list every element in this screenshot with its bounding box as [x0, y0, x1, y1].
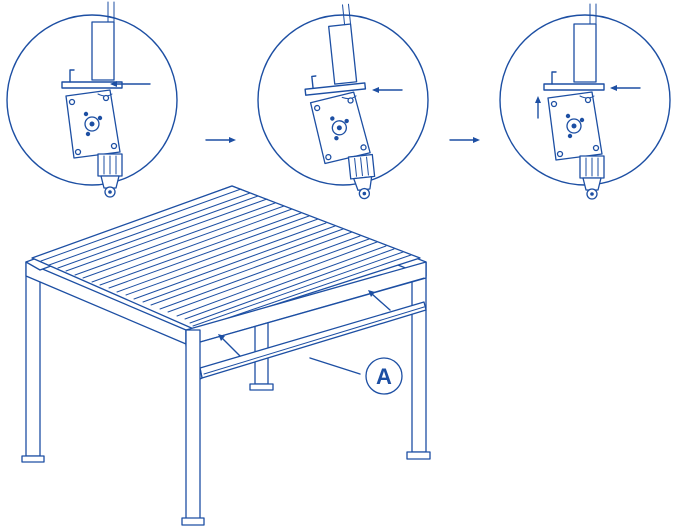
insert-arrow-right [368, 290, 391, 311]
detail-circle-2 [257, 2, 429, 205]
post-front-left [181, 329, 205, 526]
detail-circle-3 [499, 3, 671, 200]
post-back-left [21, 261, 45, 463]
callout-label: A [376, 364, 392, 389]
step-arrow-2 [449, 137, 480, 143]
post-back-right [406, 261, 431, 460]
step-arrow-1 [205, 137, 236, 143]
callout-a: A [309, 357, 403, 395]
detail-circle-1 [6, 1, 178, 198]
pergola-structure [21, 185, 431, 526]
roof-louvers [40, 188, 412, 330]
insert-arrow-left [218, 334, 241, 357]
